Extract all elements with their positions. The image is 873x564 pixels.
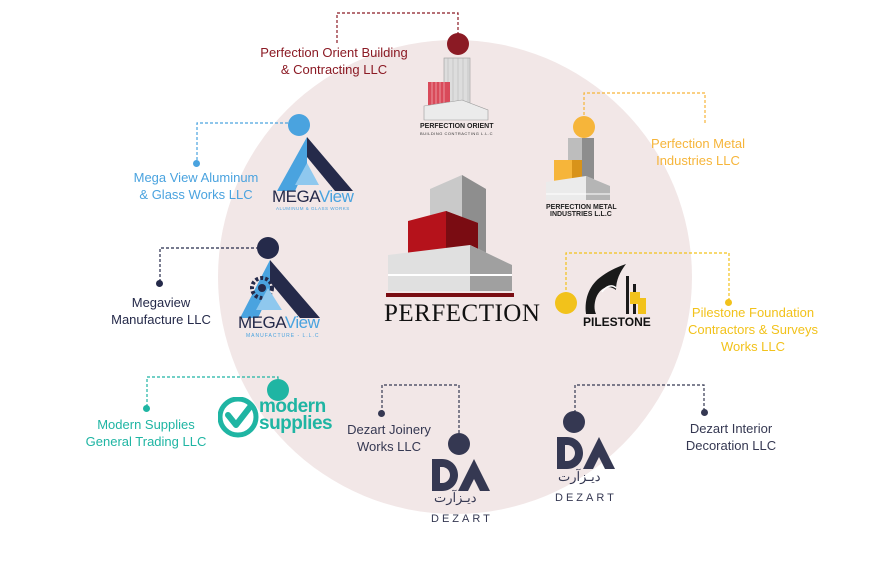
label-megaview-manufacture: Megaview Manufacture LLC <box>111 295 211 327</box>
perfection-metal-logo-text: PERFECTION METAL <box>546 204 617 211</box>
perfection-metal-logo-subtext: INDUSTRIES L.L.C <box>550 211 612 218</box>
perfection-orient-logo <box>423 57 489 121</box>
connector-dezart-interior <box>574 384 705 413</box>
megaview-aluminum-logo-subtext: ALUMINUM & GLASS WORKS <box>276 206 350 211</box>
megaview-manufacture-logo <box>240 260 320 318</box>
label-modern-supplies: Modern Supplies General Trading LLC <box>85 417 207 449</box>
node-dot-modern-supplies <box>267 379 289 401</box>
connector-perfection-orient <box>336 12 459 43</box>
perfection-main-logo-text: PERFECTION <box>384 300 541 327</box>
label-megaview-aluminum: Mega View Aluminum & Glass Works LLC <box>133 170 259 202</box>
dezart-joinery-logo-mark <box>432 459 490 491</box>
megaview-manufacture-logo-text: MEGAView <box>238 313 320 332</box>
node-dot-perfection-metal <box>573 116 595 138</box>
label-dezart-interior: Dezart Interior Decoration LLC <box>685 421 777 453</box>
label-dezart-joinery: Dezart Joinery Works LLC <box>347 422 431 454</box>
pilestone-logo-text: PILESTONE <box>583 315 651 329</box>
label-dot-modern-supplies <box>143 405 150 412</box>
connector-dezart-joinery <box>381 384 460 435</box>
modern-supplies-logo-mark <box>218 397 259 438</box>
connector-perfection-metal <box>583 92 706 124</box>
node-dot-perfection-orient <box>447 33 469 55</box>
modern-supplies-logo-text: modern supplies <box>259 396 333 434</box>
perfection-metal-logo <box>546 138 610 200</box>
megaview-aluminum-logo-text: MEGAView <box>272 187 354 206</box>
label-dot-dezart-interior <box>701 409 708 416</box>
dezart-joinery-logo-arabic: ديـزآرت <box>434 490 477 505</box>
megaview-aluminum-logo <box>277 137 353 191</box>
pilestone-logo <box>585 264 646 314</box>
dezart-interior-logo-mark <box>557 437 615 469</box>
node-dot-megaview-aluminum <box>288 114 310 136</box>
perfection-main-logo-graphic <box>386 175 514 297</box>
label-perfection-orient: Perfection Orient Building & Contracting… <box>260 45 408 77</box>
dezart-interior-logo-arabic: ديـزآرت <box>558 469 601 484</box>
label-dot-megaview-aluminum <box>193 160 200 167</box>
label-perfection-metal: Perfection Metal Industries LLC <box>651 136 745 168</box>
node-dot-dezart-interior <box>563 411 585 433</box>
node-dot-megaview-manufacture <box>257 237 279 259</box>
node-dot-pilestone <box>555 292 577 314</box>
connector-megaview-manufacture <box>159 247 268 282</box>
dezart-joinery-logo-latin: DEZART <box>431 513 493 525</box>
node-dot-dezart-joinery <box>448 433 470 455</box>
label-dot-pilestone <box>725 299 732 306</box>
dezart-interior-logo-latin: DEZART <box>555 492 617 504</box>
perfection-orient-logo-subtext: BUILDING CONTRACTING L.L.C <box>420 131 494 136</box>
label-dot-megaview-manufacture <box>156 280 163 287</box>
perfection-orient-logo-text: PERFECTION ORIENT <box>420 123 494 130</box>
label-dot-dezart-joinery <box>378 410 385 417</box>
label-pilestone: Pilestone Foundation Contractors & Surve… <box>687 305 819 354</box>
connector-pilestone <box>565 252 730 300</box>
megaview-manufacture-logo-subtext: MANUFACTURE - L.L.C <box>246 333 320 339</box>
